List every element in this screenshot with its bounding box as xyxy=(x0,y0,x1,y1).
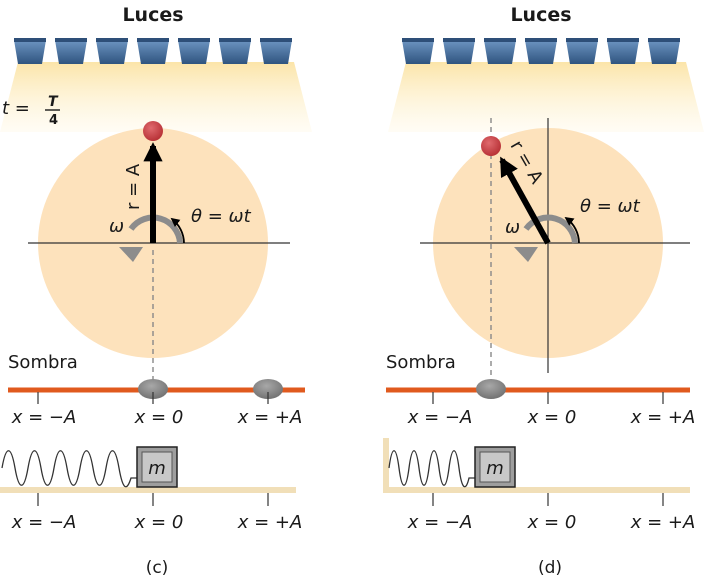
spring-icon xyxy=(1,450,138,488)
lamp-icon xyxy=(96,38,128,64)
axis-label-plus-a: x = +A xyxy=(630,512,696,533)
time-fraction-denominator: 4 xyxy=(49,113,58,128)
axis-label-minus-a: x = −A xyxy=(407,512,473,533)
lamp-icon xyxy=(178,38,210,64)
lamp-icon xyxy=(648,38,680,64)
mass-label: m xyxy=(486,458,504,479)
wall xyxy=(383,438,389,493)
axis-label-minus-a: x = −A xyxy=(11,407,77,428)
floor xyxy=(0,487,296,493)
panel-c: Luces t = T 4 r = A θ = ωt ω Sombra x = … xyxy=(0,4,312,578)
shadow-label: Sombra xyxy=(386,352,456,373)
lamp-icon xyxy=(260,38,292,64)
omega-arrow-icon xyxy=(128,214,183,244)
omega-arrowhead-icon xyxy=(514,247,538,262)
angle-label: θ = ωt xyxy=(580,196,641,217)
radius-label: r = A xyxy=(123,163,144,210)
axis-label-plus-a: x = +A xyxy=(237,407,303,428)
radius-vector xyxy=(499,156,551,245)
angle-arc xyxy=(564,216,580,244)
rotating-point xyxy=(481,136,501,156)
angle-arc xyxy=(170,217,185,244)
axis-label-minus-a: x = −A xyxy=(407,407,473,428)
floor xyxy=(383,487,690,493)
axis-label-zero: x = 0 xyxy=(527,512,577,533)
shadow-blob xyxy=(138,379,168,399)
lamp-icon xyxy=(219,38,251,64)
light-beam xyxy=(0,62,312,132)
shadow-blob xyxy=(253,379,283,399)
mass-label: m xyxy=(148,458,166,479)
omega-label: ω xyxy=(109,216,124,237)
lamp-icon xyxy=(443,38,475,64)
lights-title: Luces xyxy=(510,4,571,26)
lamp-icon xyxy=(566,38,598,64)
lamp-icon xyxy=(525,38,557,64)
axis-label-zero: x = 0 xyxy=(134,407,184,428)
time-fraction-numerator: T xyxy=(48,94,59,110)
lamp-icon xyxy=(14,38,46,64)
axis-label-zero: x = 0 xyxy=(134,512,184,533)
panel-caption: (c) xyxy=(146,558,169,578)
lights-title: Luces xyxy=(122,4,183,26)
lamp-row xyxy=(402,38,680,64)
shadow-label: Sombra xyxy=(8,352,78,373)
lamp-icon xyxy=(607,38,639,64)
lamp-icon xyxy=(137,38,169,64)
panel-d: Luces r = A θ = ωt ω Sombra x = −A x = 0… xyxy=(383,4,704,578)
axis-label-plus-a: x = +A xyxy=(630,407,696,428)
lamp-icon xyxy=(55,38,87,64)
angle-label: θ = ωt xyxy=(191,206,252,227)
axis-label-minus-a: x = −A xyxy=(11,512,77,533)
omega-label: ω xyxy=(505,217,520,238)
spring-icon xyxy=(388,450,476,488)
lamp-icon xyxy=(484,38,516,64)
axis-label-plus-a: x = +A xyxy=(237,512,303,533)
omega-arrowhead-icon xyxy=(119,247,143,262)
shadow-blob xyxy=(476,379,506,399)
panel-caption: (d) xyxy=(538,558,562,578)
time-label: t = xyxy=(2,98,30,119)
lamp-icon xyxy=(402,38,434,64)
omega-arrow-icon xyxy=(523,214,578,244)
lamp-row xyxy=(14,38,292,64)
light-beam xyxy=(388,62,704,132)
axis-label-zero: x = 0 xyxy=(527,407,577,428)
rotating-point xyxy=(143,121,163,141)
